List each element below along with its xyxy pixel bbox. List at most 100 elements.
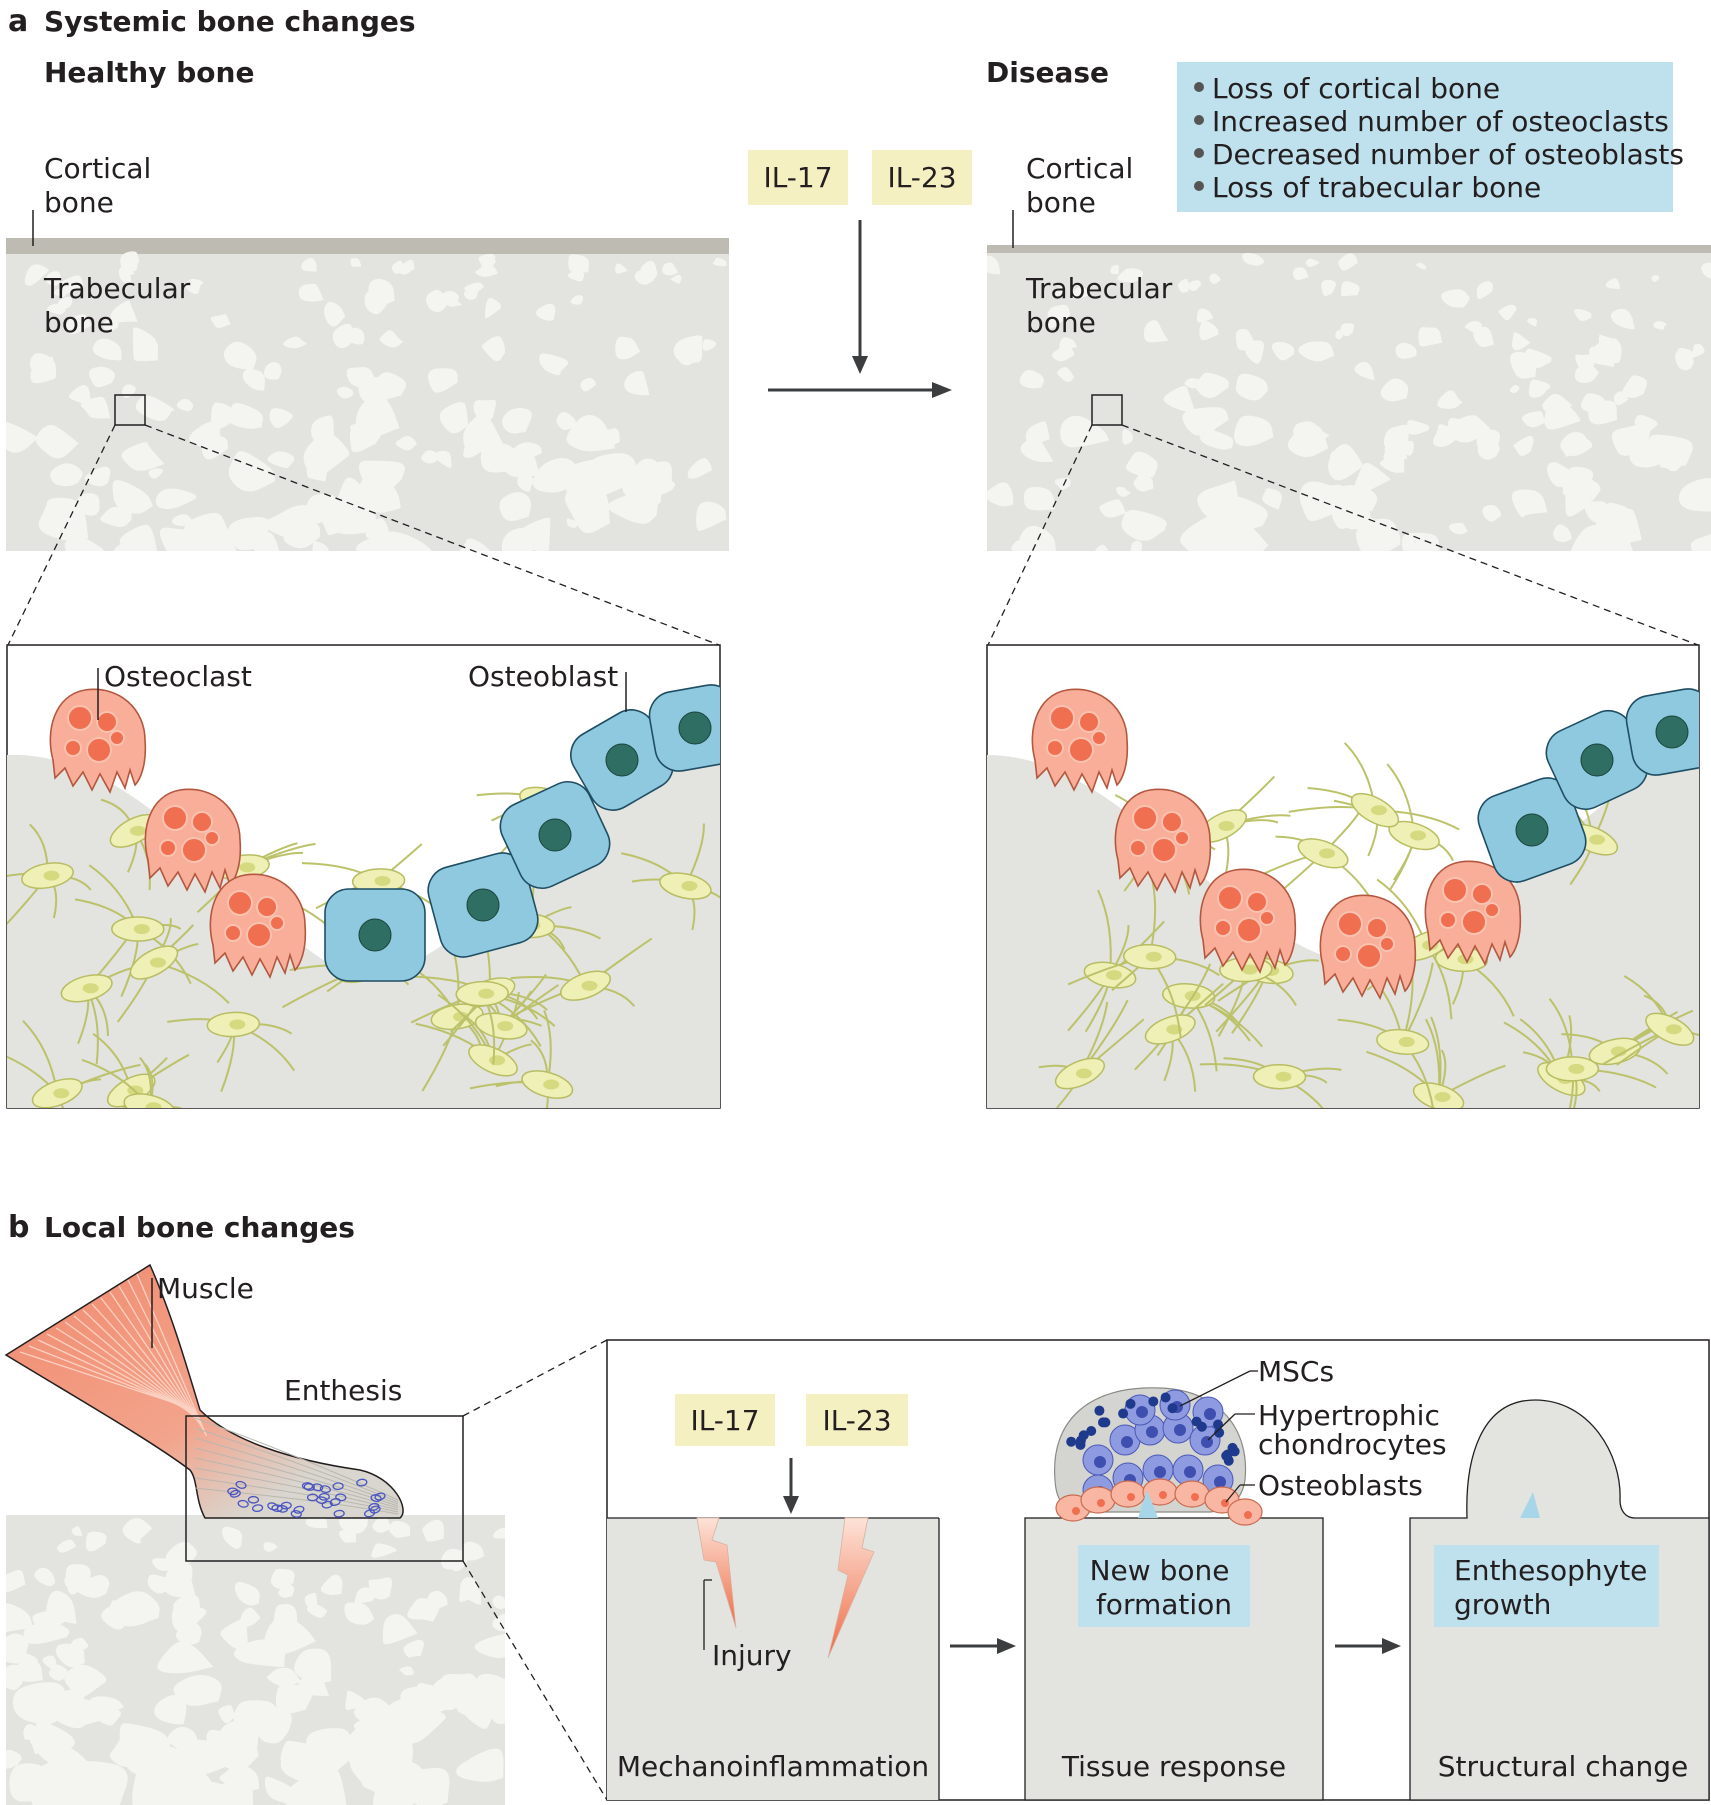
pore <box>468 1589 481 1605</box>
pore <box>218 1704 236 1724</box>
pore <box>532 458 579 493</box>
pore <box>320 1574 343 1595</box>
pore <box>1622 375 1647 398</box>
pore <box>1196 308 1214 323</box>
pore <box>640 260 658 276</box>
pore <box>173 1675 222 1706</box>
pore <box>1575 354 1595 369</box>
pore <box>1235 328 1257 351</box>
hypertrophic-chondrocytes-label: Hypertrophic chondrocytes <box>1258 1399 1449 1461</box>
pore <box>440 370 457 383</box>
pore <box>1380 378 1409 402</box>
osteocyte-nucleus <box>681 881 698 892</box>
fiber-line <box>118 1285 206 1433</box>
pore <box>1328 443 1364 481</box>
pore <box>344 1602 375 1625</box>
pore <box>233 1700 277 1738</box>
pore <box>987 482 1014 507</box>
osteoblasts-label: Osteoblasts <box>1258 1469 1423 1502</box>
tendon-fiber <box>194 1417 399 1501</box>
disease-trabecular-pores <box>987 252 1711 551</box>
osteocyte-nucleus <box>1568 1063 1585 1074</box>
enthesis-cell <box>293 1505 305 1514</box>
pore <box>29 353 57 378</box>
osteoblast-cell <box>1227 1498 1263 1526</box>
pore <box>92 338 122 361</box>
enthesis-cell <box>227 1487 239 1496</box>
pore <box>182 512 237 551</box>
muscle-label: Muscle <box>157 1272 254 1305</box>
pore <box>386 1698 437 1727</box>
pore <box>303 433 350 476</box>
pore <box>80 396 111 419</box>
pore <box>220 1619 248 1650</box>
pore <box>1651 275 1660 282</box>
pore <box>1692 343 1705 357</box>
disease-zoom-panel <box>986 644 1700 1109</box>
pore <box>152 1557 176 1571</box>
osteoblast-nucleus <box>1159 1491 1167 1499</box>
osteocyte-nucleus <box>1589 834 1606 845</box>
change-item: Increased number of osteoclasts <box>1212 105 1669 138</box>
muscle-shape <box>4 1263 404 1519</box>
pore <box>1354 361 1375 381</box>
pore <box>1634 414 1658 431</box>
il23-box <box>872 150 972 205</box>
msc-label: MSCs <box>1258 1355 1334 1388</box>
pore <box>1182 407 1229 436</box>
osteoclast-nucleus <box>1129 839 1147 857</box>
osteoclast-nucleus <box>1236 917 1262 943</box>
stage-tissue-response: New bone formation Tissue response MSCs … <box>1024 1355 1449 1801</box>
pore <box>354 1587 377 1604</box>
pore <box>32 1610 60 1638</box>
osteoclast-nucleus <box>1356 943 1382 969</box>
pore <box>622 497 633 507</box>
pore <box>624 370 650 396</box>
zoom-region-box <box>1091 394 1123 426</box>
enthesis-zoom-box <box>185 1415 464 1562</box>
pore <box>358 460 405 497</box>
osteoblast-nucleus <box>1244 1511 1252 1519</box>
pore <box>395 436 417 451</box>
chondrocyte-nucleus <box>1094 1456 1106 1468</box>
osteoblast-label: Osteoblast <box>468 660 618 693</box>
fiber-line <box>109 1291 205 1431</box>
osteocyte-nucleus <box>82 983 99 994</box>
pore <box>440 1548 468 1570</box>
pore <box>253 531 280 551</box>
right-arrow-icon <box>932 382 952 398</box>
pore <box>1553 524 1572 542</box>
osteoblast-nucleus <box>1072 1507 1080 1515</box>
pore <box>171 1603 207 1632</box>
pore <box>48 1664 68 1681</box>
pore <box>46 303 66 315</box>
pore <box>122 1518 152 1541</box>
pore <box>65 314 92 335</box>
osteoblast-nucleus <box>678 711 712 745</box>
pore <box>1271 341 1295 361</box>
pore <box>670 274 682 284</box>
osteoclast-nucleus <box>1151 837 1177 863</box>
osteoclast-nucleus <box>64 739 82 757</box>
il23-label: IL-23 <box>887 161 956 194</box>
pore <box>283 1764 347 1805</box>
pore <box>1163 385 1196 413</box>
pore <box>76 1574 110 1598</box>
osteocyte-nucleus <box>1241 964 1258 975</box>
panel-a-letter: a <box>8 4 28 39</box>
pore <box>473 399 496 421</box>
pore <box>55 1643 85 1668</box>
osteocyte-nucleus <box>43 870 60 881</box>
osteoclast-nucleus <box>1068 737 1094 763</box>
pore <box>1338 253 1358 271</box>
pore <box>622 458 663 504</box>
pore <box>399 259 415 275</box>
osteoclast-nucleus <box>1334 945 1352 963</box>
pore <box>6 1749 22 1769</box>
osteoblast-nucleus <box>1515 813 1549 847</box>
pore <box>100 506 132 527</box>
osteoclast-nucleus <box>1078 711 1100 733</box>
osteocyte-nucleus <box>229 1019 246 1030</box>
healthy-bone-section: Cortical bone Trabecular bone <box>6 152 729 646</box>
fiber-line <box>136 1273 207 1437</box>
